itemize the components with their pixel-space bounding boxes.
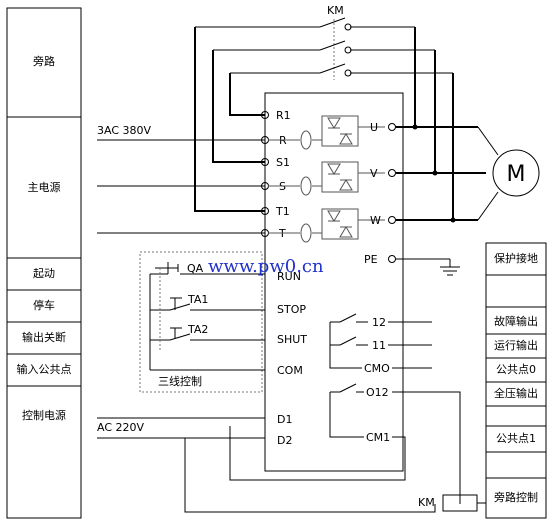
label-input-common: 输入公共点 bbox=[17, 362, 72, 376]
term-run: RUN bbox=[277, 270, 301, 283]
label-main-power: 主电源 bbox=[28, 180, 61, 194]
label-output-off: 输出关断 bbox=[22, 330, 66, 344]
motor-label: M bbox=[507, 162, 526, 187]
motor: M bbox=[477, 126, 540, 221]
term-d2: D2 bbox=[277, 434, 292, 447]
term-t1: T1 bbox=[275, 205, 290, 218]
km-coil: KM bbox=[418, 494, 486, 512]
thyristor-phase-2 bbox=[268, 161, 385, 196]
label-common0: 公共点0 bbox=[496, 363, 536, 376]
label-full-voltage-output: 全压输出 bbox=[494, 386, 538, 400]
term-w: W bbox=[370, 214, 381, 227]
term-r1: R1 bbox=[276, 109, 291, 122]
label-run-output: 运行输出 bbox=[494, 338, 538, 352]
main-power-lines: 3AC 380V bbox=[97, 124, 265, 234]
label-bypass: 旁路 bbox=[33, 54, 55, 68]
ta1-label: TA1 bbox=[187, 293, 208, 306]
right-label-column: 保护接地 故障输出 运行输出 公共点0 全压输出 公共点1 旁路控制 bbox=[485, 242, 547, 519]
km-top-label: KM bbox=[327, 4, 344, 17]
term-11: 11 bbox=[372, 339, 386, 352]
term-u: U bbox=[370, 121, 378, 134]
supply-3ac-label: 3AC 380V bbox=[97, 124, 152, 137]
watermark-text: www.pw0.cn bbox=[208, 256, 324, 277]
ta2-label: TA2 bbox=[187, 323, 208, 336]
relay-outputs: 12 11 CMO O12 CM1 bbox=[229, 313, 461, 504]
input-terminals: R1 R S1 S T1 T bbox=[261, 109, 291, 240]
term-stop: STOP bbox=[277, 303, 306, 316]
label-bypass-control: 旁路控制 bbox=[494, 490, 538, 504]
term-com: COM bbox=[277, 364, 303, 377]
ac220-label: AC 220V bbox=[97, 421, 145, 434]
label-fault-output: 故障输出 bbox=[494, 314, 538, 328]
term-cm1: CM1 bbox=[366, 431, 390, 444]
label-control-power: 控制电源 bbox=[22, 408, 66, 422]
thyristor-phase-1 bbox=[268, 115, 385, 150]
qa-label: QA bbox=[187, 262, 204, 275]
term-shut: SHUT bbox=[277, 333, 307, 346]
term-s1: S1 bbox=[276, 156, 290, 169]
thyristor-phase-3 bbox=[268, 208, 385, 243]
bypass-wires bbox=[194, 27, 454, 220]
label-stop: 停车 bbox=[33, 298, 55, 312]
control-power: AC 220V bbox=[97, 417, 436, 513]
term-d1: D1 bbox=[277, 413, 292, 426]
term-v: V bbox=[370, 167, 378, 180]
control-terminals: RUN STOP SHUT COM D1 D2 bbox=[277, 270, 307, 447]
output-terminals: U V W bbox=[370, 121, 486, 227]
term-pe: PE bbox=[364, 253, 378, 266]
pe-ground: PE bbox=[364, 253, 460, 276]
label-start: 起动 bbox=[33, 267, 55, 280]
left-label-column: 旁路 主电源 起动 停车 输出关断 输入公共点 控制电源 bbox=[6, 7, 82, 519]
label-common1: 公共点1 bbox=[496, 432, 536, 445]
term-o12: O12 bbox=[366, 386, 389, 399]
three-wire-caption: 三线控制 bbox=[158, 374, 202, 388]
label-protective-ground: 保护接地 bbox=[494, 251, 538, 265]
three-wire-control: QA TA1 TA2 三线控制 bbox=[139, 251, 265, 393]
term-12: 12 bbox=[372, 316, 386, 329]
term-cmo: CMO bbox=[364, 362, 390, 375]
km-coil-label: KM bbox=[418, 496, 435, 509]
soft-starter-body bbox=[264, 92, 404, 472]
